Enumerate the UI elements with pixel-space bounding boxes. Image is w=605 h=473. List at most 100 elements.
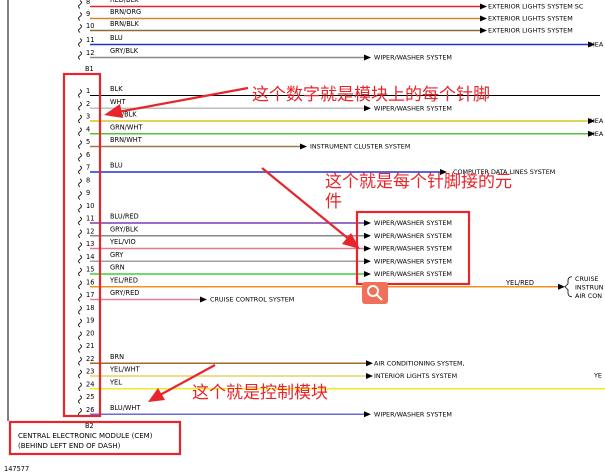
b1_rows-pin-7-destination: COMPUTER DATA LINES SYSTEM: [453, 168, 555, 176]
b1_rows-pin-1-wire-code: BLK: [110, 85, 123, 93]
b1_rows-pin-3-arrow: [588, 118, 595, 124]
b1_rows-pin-16-cavity: [78, 280, 82, 290]
b1_rows-pin-8-cavity: [78, 178, 82, 188]
block-b1-label: B1: [85, 65, 94, 73]
b1_rows-pin-17-number: 17: [86, 291, 94, 299]
top_rows-pin-10-arrow: [480, 27, 487, 34]
top_rows-pin-9-destination: EXTERIOR LIGHTS SYSTEM: [488, 15, 573, 23]
b1_rows-pin-3-destination: HEA: [590, 117, 604, 125]
b1_rows-pin-7-arrow: [440, 169, 447, 175]
b1_rows-pin-13-arrow: [364, 245, 371, 252]
b1_rows-pin-14-wire-code: GRY: [110, 251, 124, 259]
b1_rows-pin-25-number: 25: [86, 393, 94, 401]
annotation-pin-number: 这个数字就是模块上的每个针脚: [252, 85, 490, 105]
top_rows-pin-11-destination: HEA: [590, 41, 604, 49]
b1_rows-pin-24-number: 24: [86, 380, 94, 388]
top_rows-pin-10-cavity: [78, 24, 82, 33]
splice-16-dest-1: INSTRUN: [575, 283, 604, 291]
b1_rows-pin-1-cavity: [78, 89, 82, 98]
b1_rows-pin-22-cavity: [78, 356, 82, 366]
b1_rows-pin-2-arrow: [364, 105, 371, 112]
b1_rows-pin-24-wire-code: YEL: [109, 378, 122, 386]
top_rows-pin-11-arrow: [588, 41, 595, 48]
b1_rows-pin-26-arrow: [364, 411, 371, 418]
top_rows-pin-10-number: 10: [86, 22, 94, 30]
b1_rows-pin-1-number: 1: [86, 87, 90, 95]
b1_rows-pin-20-number: 20: [86, 329, 94, 337]
b1_rows-pin-7-number: 7: [86, 164, 90, 172]
b1_rows-pin-12-wire-code: GRY/BLK: [110, 225, 139, 233]
b1_rows-pin-23-cavity: [78, 369, 82, 379]
pin-column-highlight: [62, 72, 102, 418]
top_rows-pin-11-cavity: [78, 38, 82, 47]
top_rows-pin-9-arrow: [480, 15, 487, 22]
b1_rows-pin-13-destination: WIPER/WASHER SYSTEM: [374, 245, 452, 253]
b1_rows-pin-23-destination: INTERIOR LIGHTS SYSTEM: [374, 372, 457, 380]
b1_rows-pin-16-number: 16: [86, 278, 94, 286]
b1_rows-pin-3-number: 3: [86, 113, 90, 121]
b1_rows-pin-14-cavity: [78, 254, 82, 264]
top_rows-pin-8-number: 8: [86, 0, 90, 6]
top_rows-pin-12-cavity: [78, 51, 82, 60]
block-b2-label: B2: [85, 422, 94, 430]
b1_rows-pin-14-arrow: [364, 258, 371, 265]
b1_rows-pin-13-cavity: [78, 242, 82, 251]
b1_rows-pin-13-wire-code: YEL/VIO: [109, 238, 136, 246]
b1_rows-pin-15-cavity: [78, 267, 82, 277]
b1_rows-pin-26-number: 26: [86, 406, 94, 414]
b1_rows-pin-4-wire-code: GRN/WHT: [110, 123, 143, 131]
pin-24-cut-label: YE: [593, 372, 602, 380]
b1_rows-pin-5-destination: INSTRUMENT CLUSTER SYSTEM: [310, 143, 410, 151]
top_rows-pin-9-wire-code: BRN/ORG: [110, 8, 141, 16]
b1_rows-pin-5-number: 5: [86, 138, 90, 146]
b1_rows-pin-10-number: 10: [86, 202, 94, 210]
b1_rows-pin-11-number: 11: [86, 215, 94, 223]
b1_rows-pin-9-cavity: [78, 191, 82, 200]
b1_rows-pin-2-destination: WIPER/WASHER SYSTEM: [374, 104, 452, 112]
module-name: CENTRAL ELECTRONIC MODULE (CEM): [18, 432, 153, 440]
b1_rows-pin-11-destination: WIPER/WASHER SYSTEM: [374, 219, 452, 227]
b1_rows-pin-4-cavity: [78, 127, 82, 137]
b1_rows-pin-13-number: 13: [86, 240, 94, 248]
b1_rows-pin-12-number: 12: [86, 227, 94, 235]
b1_rows-pin-22-arrow: [366, 360, 373, 367]
top_rows-pin-10-destination: EXTERIOR LIGHTS SYSTEM: [488, 27, 573, 35]
b1_rows-pin-22-destination: AIR CONDITIONING SYSTEM,: [374, 359, 465, 367]
b1_rows-pin-11-cavity: [78, 216, 82, 226]
b1_rows-pin-5-arrow: [300, 143, 307, 150]
top_rows-pin-8-arrow: [480, 3, 487, 10]
b1_rows-pin-15-number: 15: [86, 266, 94, 274]
splice-16-dest-0: CRUISE: [575, 275, 599, 283]
b1_rows-pin-12-destination: WIPER/WASHER SYSTEM: [374, 232, 452, 240]
top_rows-pin-12-wire-code: GRY/BLK: [110, 47, 139, 55]
b1_rows-pin-23-wire-code: YEL/WHT: [109, 366, 141, 374]
b1_rows-pin-22-wire-code: BRN: [110, 353, 124, 361]
top_rows-pin-8-cavity: [78, 0, 82, 9]
b1_rows-pin-26-destination: WIPER/WASHER SYSTEM: [374, 410, 452, 418]
top_rows-pin-12-number: 12: [86, 49, 94, 57]
top_rows-pin-8-wire-code: RED/BLK: [110, 0, 139, 4]
b1_rows-pin-6-cavity: [78, 152, 82, 162]
annotation-arrows: [104, 86, 360, 402]
b1_rows-pin-19-number: 19: [86, 317, 94, 325]
b1_rows-pin-7-wire-code: BLU: [110, 162, 123, 170]
b1_rows-pin-23-number: 23: [86, 368, 94, 376]
top_rows-pin-9-number: 9: [86, 10, 90, 18]
top_rows-pin-12-destination: WIPER/WASHER SYSTEM: [374, 54, 452, 62]
annotation-control-module: 这个就是控制模块: [192, 383, 328, 403]
b1_rows-pin-20-cavity: [78, 331, 82, 341]
top_rows-pin-11-number: 11: [86, 36, 94, 44]
splice-16-dest-2: AIR CON: [575, 292, 602, 300]
b1_rows-pin-2-number: 2: [86, 100, 90, 108]
b1_rows-pin-2-cavity: [78, 101, 82, 111]
b1_rows-pin-17-cavity: [78, 293, 82, 302]
b1_rows-pin-4-number: 4: [86, 125, 90, 133]
b1_rows-pin-11-arrow: [364, 220, 371, 226]
b1_rows-pin-3-cavity: [78, 114, 82, 124]
b1_rows-pin-12-cavity: [78, 229, 82, 239]
search-button[interactable]: [362, 282, 388, 304]
b1_rows-pin-3-wire-code: YEL/BLK: [109, 111, 137, 119]
search-icon: [367, 285, 383, 301]
